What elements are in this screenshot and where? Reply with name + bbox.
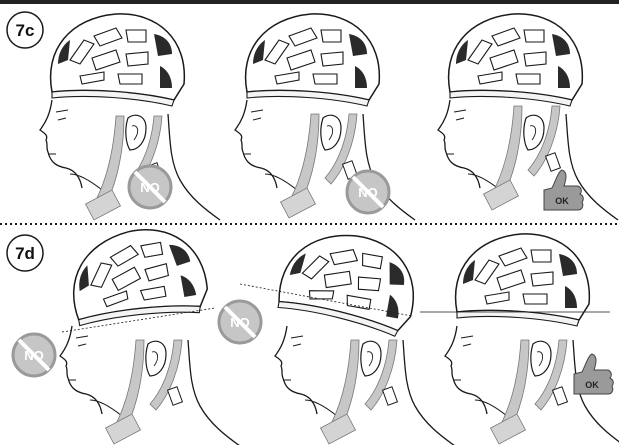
no-sign-icon: NO xyxy=(129,166,171,208)
badge-label: OK xyxy=(555,196,569,206)
badge-label: NO xyxy=(358,185,378,200)
section-7d-label: 7d xyxy=(15,244,35,263)
section-7c-label: 7c xyxy=(16,21,35,40)
section-7d: 7d NO NO xyxy=(7,220,619,445)
thumbs-up-icon: OK xyxy=(544,170,583,210)
thumbs-up-icon: OK xyxy=(574,354,613,394)
badge-label: NO xyxy=(230,315,250,330)
badge-label: NO xyxy=(140,180,160,195)
badge-label: NO xyxy=(24,348,44,363)
panel-7c-1: NO xyxy=(40,14,220,220)
panel-7c-2: NO xyxy=(235,14,415,220)
no-sign-icon: NO xyxy=(13,334,55,376)
panel-7d-2: NO xyxy=(219,224,455,445)
no-sign-icon: NO xyxy=(219,301,261,343)
no-sign-icon: NO xyxy=(347,171,389,213)
section-7c: 7c NO NO xyxy=(7,12,618,220)
panel-7c-3: OK xyxy=(438,14,618,220)
panel-7d-3: OK xyxy=(420,234,619,445)
badge-label: OK xyxy=(585,380,599,390)
panel-7d-1: NO xyxy=(13,220,240,445)
top-rule xyxy=(0,0,619,4)
